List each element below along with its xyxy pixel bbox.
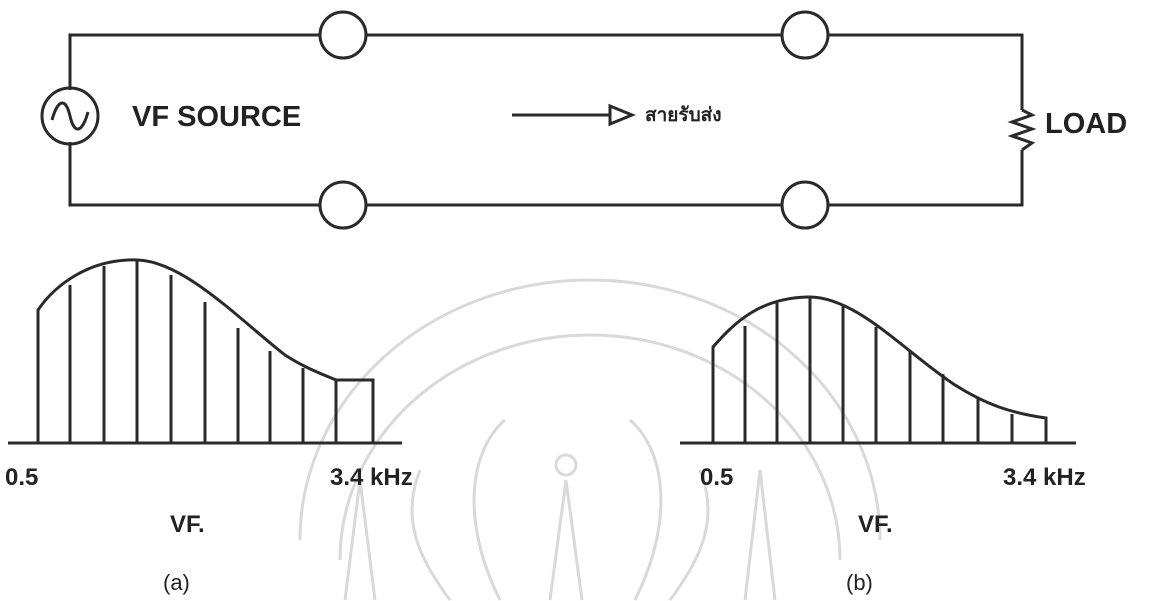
spectrum-b-bars [743,297,1014,443]
transmission-line-label: สายรับส่ง [645,105,722,126]
arrow-icon [512,103,636,127]
spectrum-a-start-label: 0.5 [5,464,38,491]
watermark-seal [298,278,882,601]
spectrum-b-start-label: 0.5 [700,464,733,491]
caption-a: (a) [163,570,190,595]
load-label: LOAD [1045,108,1127,140]
spectrum-b-envelope [711,295,1048,443]
terminal-bottom-right [780,180,830,230]
spectrum-b-end-label: 3.4 kHz [1003,464,1086,491]
spectrum-a: 0.5 3.4 kHz VF. (a) [5,258,413,595]
spectrum-b: 0.5 3.4 kHz VF. (b) [680,295,1086,595]
spectrum-b-band-label: VF. [858,511,893,538]
spectrum-a-band-label: VF. [170,511,205,538]
resistor-icon [1007,108,1037,152]
terminal-top-left [318,10,368,60]
spectrum-a-end-label: 3.4 kHz [330,464,413,491]
source-label: VF SOURCE [132,101,301,133]
circuit: VF SOURCE สายรับส่ง LOAD [40,10,1127,230]
caption-b: (b) [846,570,873,595]
ac-source-icon [40,86,100,146]
terminal-bottom-left [318,180,368,230]
circuit-top-wire [68,33,1024,110]
circuit-bottom-wire [68,142,1024,207]
spectrum-a-envelope [36,258,375,443]
terminal-top-right [780,10,830,60]
spectrum-a-bars [68,260,338,443]
